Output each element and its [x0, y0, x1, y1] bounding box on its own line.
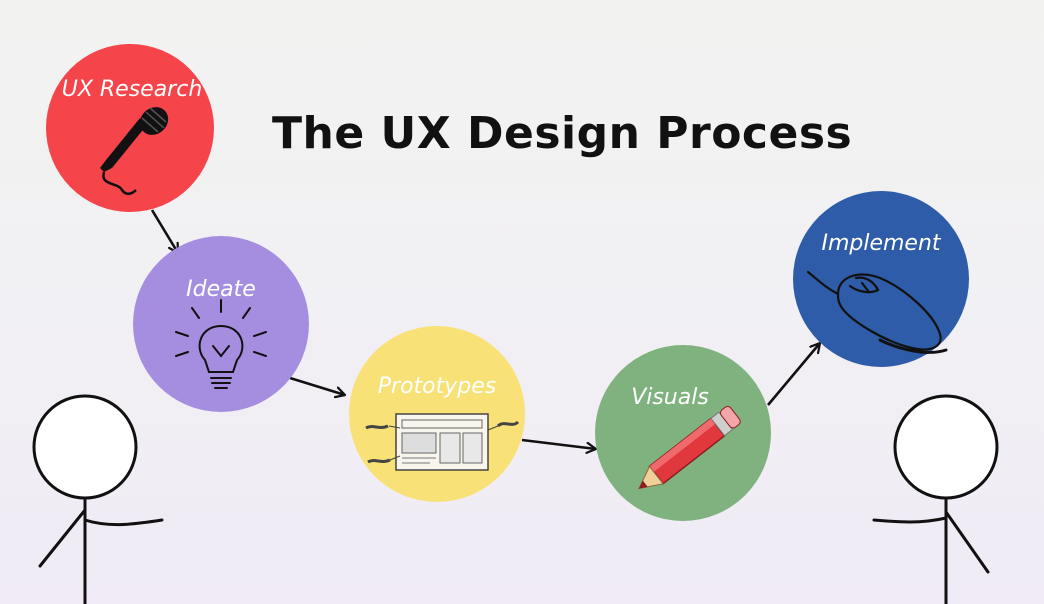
- step-ideate: Ideate: [133, 236, 309, 412]
- lightbulb-icon: [175, 299, 267, 389]
- step-label: Implement: [821, 231, 941, 256]
- stick-figure-right: [872, 394, 999, 604]
- step-implement: Implement: [793, 191, 969, 367]
- step-label: Prototypes: [378, 374, 496, 399]
- pencil-icon: [638, 405, 741, 490]
- step-ux-research: UX Research: [46, 44, 214, 212]
- step-label: UX Research: [62, 77, 203, 102]
- arrow-prototypes-to-visuals: [521, 438, 596, 449]
- arrow-research-to-ideate: [150, 209, 180, 253]
- step-visuals: Visuals: [595, 345, 771, 521]
- stick-figure-left: [32, 394, 164, 604]
- step-prototypes: Prototypes: [349, 326, 525, 502]
- microphone-icon: [100, 107, 169, 195]
- arrow-visuals-to-implement: [767, 343, 820, 406]
- step-label: Ideate: [186, 277, 256, 302]
- computer-mouse-icon: [806, 270, 948, 354]
- arrow-ideate-to-prototypes: [289, 376, 345, 395]
- page-title: The UX Design Process: [272, 108, 853, 159]
- step-label: Visuals: [631, 385, 709, 410]
- wireframe-sketch-icon: [365, 413, 520, 471]
